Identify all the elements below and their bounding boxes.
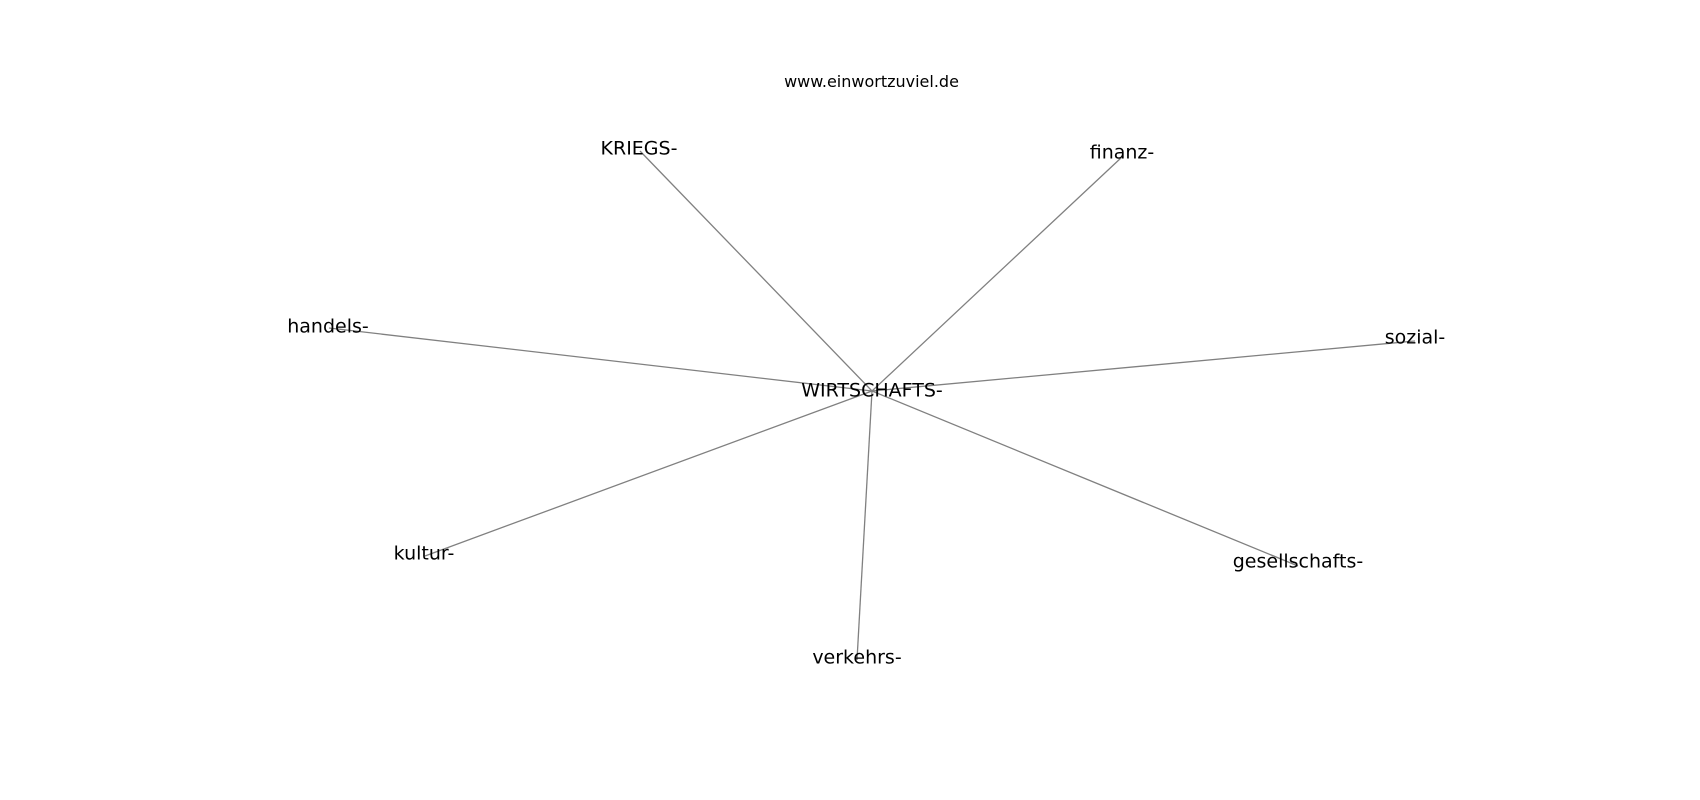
- node-verkehrs: verkehrs-: [812, 646, 902, 669]
- node-kultur: kultur-: [393, 542, 455, 565]
- edge-center-kriegs: [639, 150, 873, 392]
- edge-center-handels: [328, 327, 873, 392]
- node-handels: handels-: [287, 315, 369, 338]
- edge-center-finanz: [871, 156, 1123, 392]
- edge-center-kultur: [424, 390, 873, 557]
- node-center-wirtschafts: WIRTSCHAFTS-: [801, 379, 943, 402]
- edge-center-sozial: [871, 340, 1416, 392]
- node-kriegs: KRIEGS-: [600, 137, 678, 160]
- edge-center-gesellschafts: [871, 390, 1299, 567]
- node-gesellschafts: gesellschafts-: [1232, 550, 1364, 573]
- node-finanz: finanz-: [1089, 141, 1155, 164]
- site-title: www.einwortzuviel.de: [784, 72, 959, 91]
- node-sozial: sozial-: [1384, 326, 1446, 349]
- edge-center-verkehrs: [856, 390, 873, 661]
